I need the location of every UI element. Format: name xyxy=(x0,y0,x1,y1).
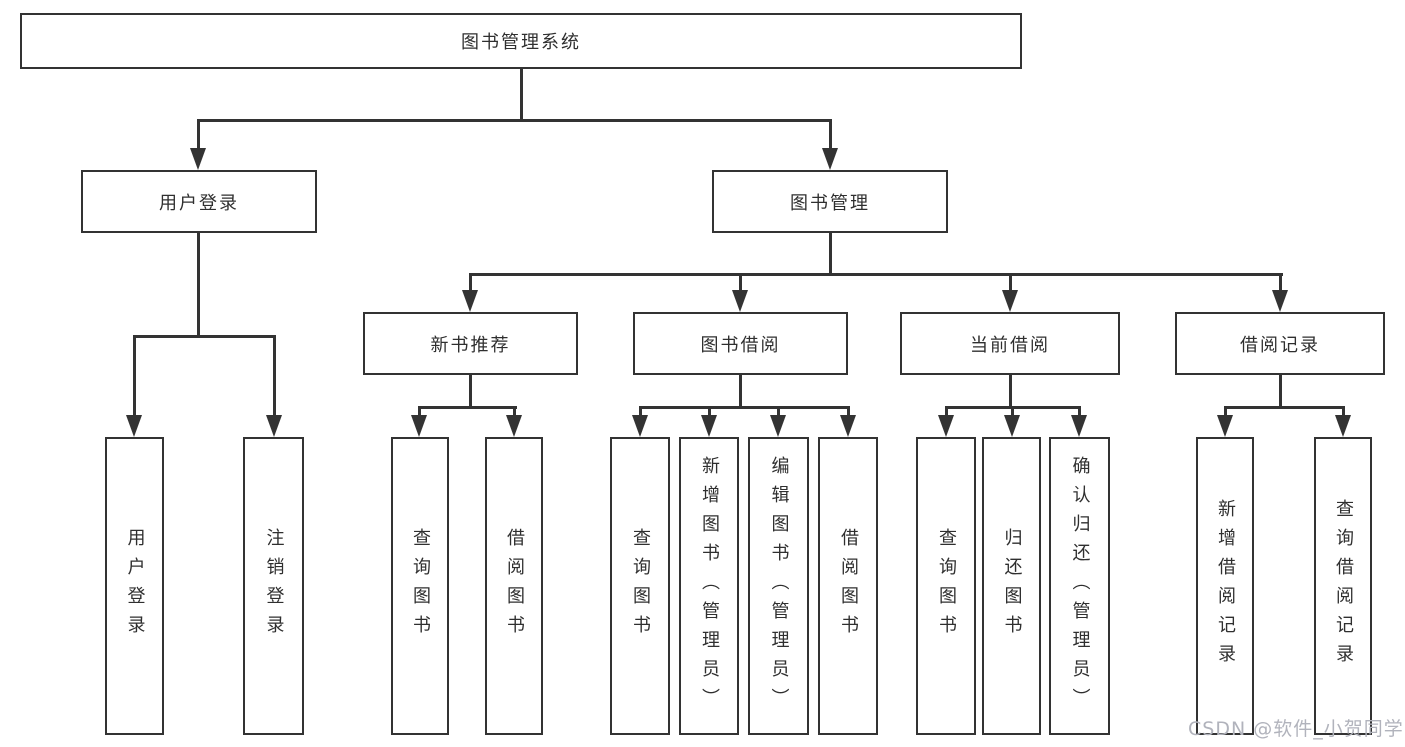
connector-line xyxy=(469,375,472,409)
node-new-book-recommend: 新书推荐 xyxy=(363,312,578,375)
arrowhead-icon xyxy=(840,415,856,437)
leaf-confirm-return-admin: 确认归还（管理员） xyxy=(1049,437,1110,735)
connector-line xyxy=(196,119,200,152)
arrowhead-icon xyxy=(1004,415,1020,437)
leaf-user-login: 用户登录 xyxy=(105,437,164,735)
arrowhead-icon xyxy=(1071,415,1087,437)
arrowhead-icon xyxy=(1335,415,1351,437)
connector-line xyxy=(468,273,472,293)
connector-line xyxy=(519,69,523,120)
connector-line xyxy=(739,375,742,409)
connector-line xyxy=(776,406,780,420)
connector-line xyxy=(132,335,136,419)
connector-line xyxy=(1008,375,1012,409)
arrowhead-icon xyxy=(732,290,748,312)
connector-line xyxy=(196,119,832,122)
connector-line xyxy=(638,406,850,409)
arrowhead-icon xyxy=(770,415,786,437)
node-borrow-records: 借阅记录 xyxy=(1175,312,1385,375)
connector-line xyxy=(707,406,711,420)
leaf-query-books-current: 查询图书 xyxy=(916,437,976,735)
leaf-add-books-admin: 新增图书（管理员） xyxy=(679,437,739,735)
leaf-return-books: 归还图书 xyxy=(982,437,1041,735)
node-user-login: 用户登录 xyxy=(81,170,317,233)
arrowhead-icon xyxy=(822,148,838,170)
connector-line xyxy=(638,406,642,420)
connector-line xyxy=(132,335,276,338)
leaf-query-books-borrow: 查询图书 xyxy=(610,437,670,735)
node-root: 图书管理系统 xyxy=(20,13,1022,69)
arrowhead-icon xyxy=(266,415,282,437)
leaf-logout: 注销登录 xyxy=(243,437,304,735)
node-book-borrow: 图书借阅 xyxy=(633,312,848,375)
arrowhead-icon xyxy=(1002,290,1018,312)
arrowhead-icon xyxy=(411,415,427,437)
connector-line xyxy=(1223,406,1227,420)
node-book-management: 图书管理 xyxy=(712,170,948,233)
leaf-query-books-recommend: 查询图书 xyxy=(391,437,449,735)
arrowhead-icon xyxy=(632,415,648,437)
arrowhead-icon xyxy=(462,290,478,312)
connector-line xyxy=(944,406,948,420)
connector-line xyxy=(272,335,276,419)
leaf-add-borrow-record: 新增借阅记录 xyxy=(1196,437,1254,735)
connector-line xyxy=(196,233,200,337)
arrowhead-icon xyxy=(126,415,142,437)
connector-line xyxy=(1223,406,1345,409)
connector-line xyxy=(1077,406,1081,420)
watermark: CSDN @软件_小贺同学 xyxy=(1188,718,1404,740)
connector-line xyxy=(1278,273,1282,293)
arrowhead-icon xyxy=(1217,415,1233,437)
connector-line xyxy=(512,406,516,420)
arrowhead-icon xyxy=(701,415,717,437)
arrowhead-icon xyxy=(1272,290,1288,312)
connector-line xyxy=(417,406,421,420)
connector-line xyxy=(1341,406,1345,420)
connector-line xyxy=(417,406,517,409)
connector-line xyxy=(1010,406,1014,420)
connector-line xyxy=(1008,273,1012,293)
arrowhead-icon xyxy=(190,148,206,170)
leaf-borrow-books-recommend: 借阅图书 xyxy=(485,437,543,735)
connector-line xyxy=(846,406,850,420)
connector-line xyxy=(828,233,832,276)
node-current-borrow: 当前借阅 xyxy=(900,312,1120,375)
leaf-edit-books-admin: 编辑图书（管理员） xyxy=(748,437,809,735)
connector-line xyxy=(738,273,742,293)
arrowhead-icon xyxy=(506,415,522,437)
leaf-borrow-books: 借阅图书 xyxy=(818,437,878,735)
arrowhead-icon xyxy=(938,415,954,437)
connector-line xyxy=(468,273,1283,276)
leaf-query-borrow-record: 查询借阅记录 xyxy=(1314,437,1372,735)
connector-line xyxy=(1278,375,1282,409)
connector-line xyxy=(828,119,832,152)
